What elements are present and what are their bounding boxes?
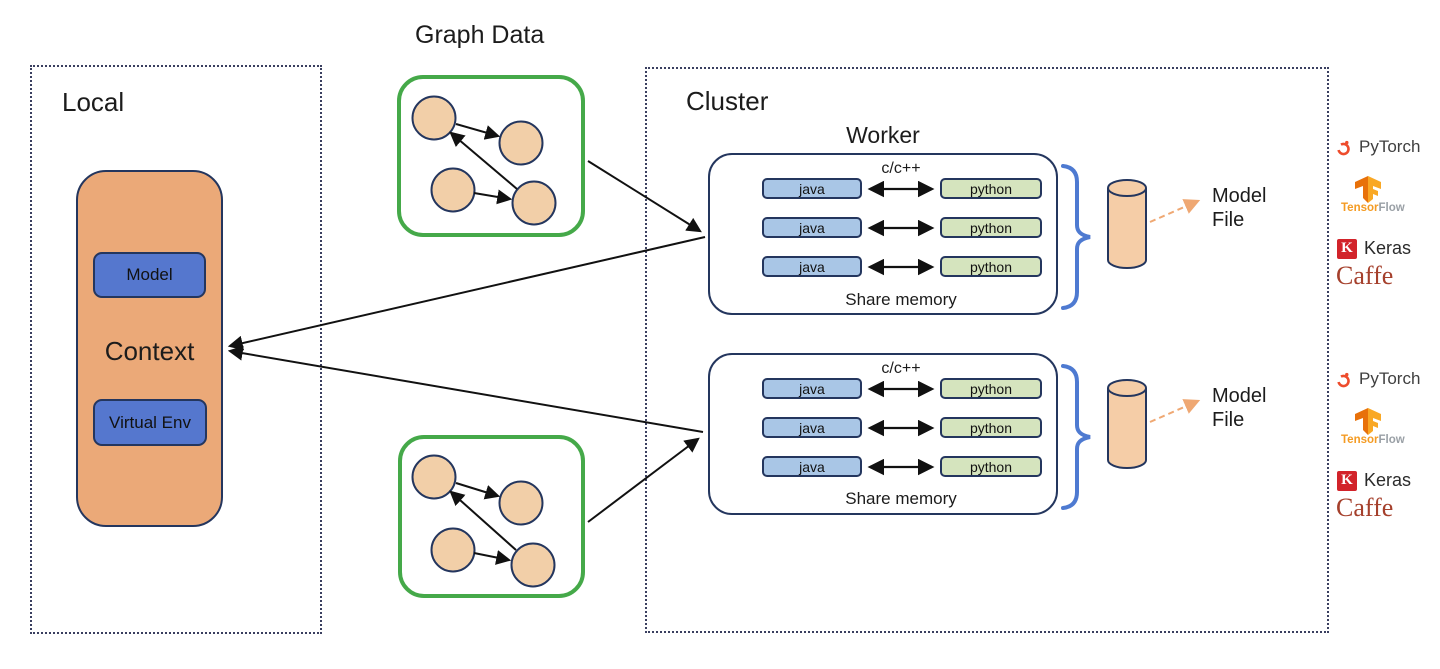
tensor-text: Tensor — [1341, 434, 1379, 446]
keras-label: Keras — [1364, 238, 1412, 258]
graph-data-box-2 — [398, 435, 585, 598]
model-file-line2: File — [1212, 409, 1245, 431]
model-file-line1: Model — [1212, 185, 1267, 207]
model-label: Model — [126, 265, 173, 284]
java-label: java — [799, 419, 825, 436]
pytorch-logo: PyTorch — [1335, 369, 1420, 389]
virtual-env-box: Virtual Env — [93, 399, 207, 446]
bridge-label: c/c++ — [881, 160, 921, 177]
python-label: python — [969, 219, 1013, 236]
python-box: python — [940, 417, 1042, 438]
python-box: python — [940, 378, 1042, 399]
virtual-env-label: Virtual Env — [109, 412, 191, 432]
caffe-label: Caffe — [1336, 493, 1394, 522]
java-label: java — [799, 180, 825, 197]
tensorflow-icon — [1355, 408, 1381, 435]
tensorflow-icon — [1355, 176, 1381, 203]
tensorflow-label: TensorFlow — [1341, 202, 1405, 214]
cluster-group-box — [645, 67, 1329, 633]
tensorflow-label: TensorFlow — [1341, 434, 1405, 446]
worker-title: Worker — [846, 122, 920, 148]
share-memory-label: Share memory — [845, 290, 957, 309]
pytorch-logo: PyTorch — [1335, 137, 1420, 157]
python-label: python — [969, 419, 1013, 436]
share-memory-label: Share memory — [845, 489, 957, 508]
local-group-box — [30, 65, 322, 634]
pytorch-icon — [1337, 140, 1350, 155]
flow-text: Flow — [1378, 434, 1405, 446]
keras-logo: K Keras — [1337, 238, 1411, 259]
context-label: Context — [104, 336, 195, 366]
bridge-label: c/c++ — [881, 360, 921, 377]
python-label: python — [969, 258, 1013, 275]
pytorch-label: PyTorch — [1359, 137, 1421, 156]
python-box: python — [940, 456, 1042, 477]
model-file-label: Model File — [1212, 384, 1266, 432]
python-label: python — [969, 380, 1013, 397]
graph-data-box-1 — [397, 75, 585, 237]
python-label: python — [969, 180, 1013, 197]
java-box: java — [762, 217, 862, 238]
java-box: java — [762, 178, 862, 199]
java-label: java — [799, 219, 825, 236]
model-box: Model — [93, 252, 206, 298]
pytorch-icon — [1337, 372, 1350, 387]
model-file-line2: File — [1212, 209, 1245, 231]
model-file-label: Model File — [1212, 184, 1266, 232]
model-file-line1: Model — [1212, 385, 1267, 407]
cluster-label: Cluster — [686, 86, 769, 116]
python-label: python — [969, 458, 1013, 475]
keras-logo: K Keras — [1337, 470, 1411, 491]
java-label: java — [799, 458, 825, 475]
tensor-text: Tensor — [1341, 202, 1379, 214]
keras-icon: K — [1337, 470, 1357, 491]
context-container — [76, 170, 223, 527]
keras-icon: K — [1337, 238, 1357, 259]
pytorch-label: PyTorch — [1359, 369, 1421, 388]
java-box: java — [762, 417, 862, 438]
flow-text: Flow — [1378, 202, 1405, 214]
keras-label: Keras — [1364, 470, 1412, 490]
java-box: java — [762, 456, 862, 477]
java-box: java — [762, 256, 862, 277]
python-box: python — [940, 256, 1042, 277]
java-box: java — [762, 378, 862, 399]
java-label: java — [799, 380, 825, 397]
java-label: java — [799, 258, 825, 275]
python-box: python — [940, 217, 1042, 238]
graph-data-title: Graph Data — [415, 21, 545, 49]
local-label: Local — [62, 87, 125, 117]
python-box: python — [940, 178, 1042, 199]
caffe-label: Caffe — [1336, 261, 1394, 290]
